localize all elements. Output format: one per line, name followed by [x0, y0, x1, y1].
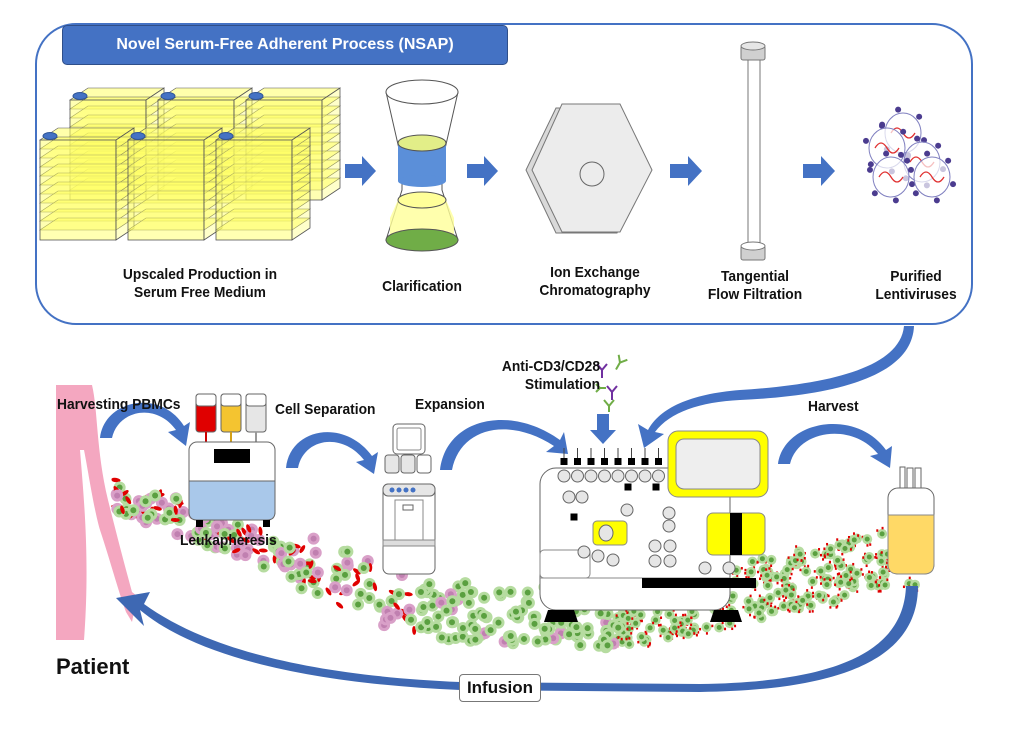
red-blood-cell — [352, 580, 360, 587]
tff-label-line1: Tangential — [721, 268, 789, 285]
patient-silhouette — [56, 385, 148, 640]
iex-label-line1: Ion Exchange — [550, 264, 640, 281]
red-blood-cell — [236, 528, 242, 537]
red-blood-cell — [227, 536, 235, 543]
lentivirus-particle — [866, 150, 916, 204]
process-arrow-3 — [670, 156, 702, 186]
nsap-title: Novel Serum-Free Adherent Process (NSAP) — [62, 25, 508, 65]
cell-factory-stack — [215, 127, 311, 241]
expansion-device-icon — [382, 423, 436, 575]
red-blood-cell — [272, 554, 277, 564]
lentivirus-particle — [907, 150, 957, 204]
red-blood-cell — [258, 526, 263, 536]
clarification-filter-icon — [385, 79, 459, 252]
cell-separation-label: Cell Separation — [275, 401, 376, 418]
red-blood-cell — [153, 506, 162, 511]
red-blood-cell — [111, 477, 121, 482]
red-blood-cell — [125, 496, 132, 505]
red-blood-cell — [403, 592, 413, 597]
infusion-label-text: Infusion — [466, 678, 534, 697]
harvest-bag-icon — [887, 466, 935, 575]
red-blood-cell — [325, 587, 332, 596]
tff-label: Tangential Flow Filtration — [691, 268, 820, 304]
red-blood-cell — [335, 601, 344, 609]
production-label: Upscaled Production in Serum Free Medium — [90, 266, 311, 302]
red-blood-cell — [258, 548, 268, 553]
nsap-title-text: Novel Serum-Free Adherent Process (NSAP) — [116, 36, 454, 53]
harvesting-arrow — [100, 402, 190, 446]
production-label-line2: Serum Free Medium — [134, 284, 266, 301]
process-arrow-2 — [467, 156, 498, 186]
process-arrow-1 — [345, 156, 376, 186]
lentivirus-particles-icon — [862, 106, 957, 204]
red-blood-cell — [232, 548, 241, 554]
red-blood-cell — [252, 548, 261, 555]
red-blood-cell — [393, 602, 400, 610]
red-blood-cell — [353, 568, 361, 575]
stimulation-label: Anti-CD3/CD28 Stimulation — [480, 358, 600, 394]
red-blood-cell — [308, 560, 314, 569]
red-blood-cell — [355, 573, 361, 582]
bioreactor-machine-icon — [539, 430, 769, 622]
patient-label: Patient — [56, 654, 130, 679]
leukapheresis-machine-icon — [188, 393, 276, 527]
stimulation-label-line2: Stimulation — [524, 376, 600, 393]
stimulation-arrow — [597, 414, 609, 432]
red-blood-cell — [241, 537, 250, 543]
antibody-icons — [595, 354, 628, 412]
harvesting-label: Harvesting PBMCs — [57, 396, 181, 413]
red-blood-cell — [246, 524, 252, 533]
leukapheresis-label: Leukapheresis — [180, 532, 277, 549]
harvest-arrow — [778, 424, 892, 468]
lentivirus-particle — [862, 121, 912, 175]
red-blood-cell — [173, 505, 178, 515]
red-blood-cell — [299, 545, 306, 554]
harvest-label: Harvest — [808, 398, 859, 415]
cell-factory-stacks-icon — [39, 87, 341, 241]
lentivirus-label: Purified Lentiviruses — [861, 268, 971, 304]
process-arrow-4 — [803, 156, 835, 186]
clarification-label: Clarification — [367, 278, 477, 296]
lentivirus-label-line2: Lentiviruses — [875, 286, 957, 303]
tff-label-line2: Flow Filtration — [707, 286, 803, 303]
cell-separation-arrow — [286, 432, 378, 474]
infusion-label: Infusion — [459, 674, 541, 702]
expansion-arrow — [440, 419, 568, 470]
red-blood-cell — [412, 625, 417, 635]
red-blood-cell — [170, 517, 180, 522]
hexagon-membrane-icon — [525, 103, 653, 234]
iex-label-line2: Chromatography — [539, 282, 651, 299]
lentivirus-label-line1: Purified — [890, 268, 942, 285]
red-blood-cell — [120, 505, 125, 515]
cell-factory-stack — [127, 127, 223, 241]
cell-factory-stack — [39, 127, 135, 241]
production-label-line1: Upscaled Production in — [122, 266, 278, 283]
lentivirus-transfer-arrow — [638, 326, 914, 448]
hollow-fiber-column-icon — [740, 41, 766, 261]
clarification-label-line1: Clarification — [382, 278, 462, 295]
stimulation-label-line1: Anti-CD3/CD28 — [501, 358, 600, 375]
expansion-label: Expansion — [415, 396, 485, 413]
iex-label: Ion Exchange Chromatography — [521, 264, 668, 300]
red-blood-cell — [307, 579, 317, 584]
red-blood-cell — [333, 565, 342, 572]
red-blood-cell — [372, 582, 378, 592]
